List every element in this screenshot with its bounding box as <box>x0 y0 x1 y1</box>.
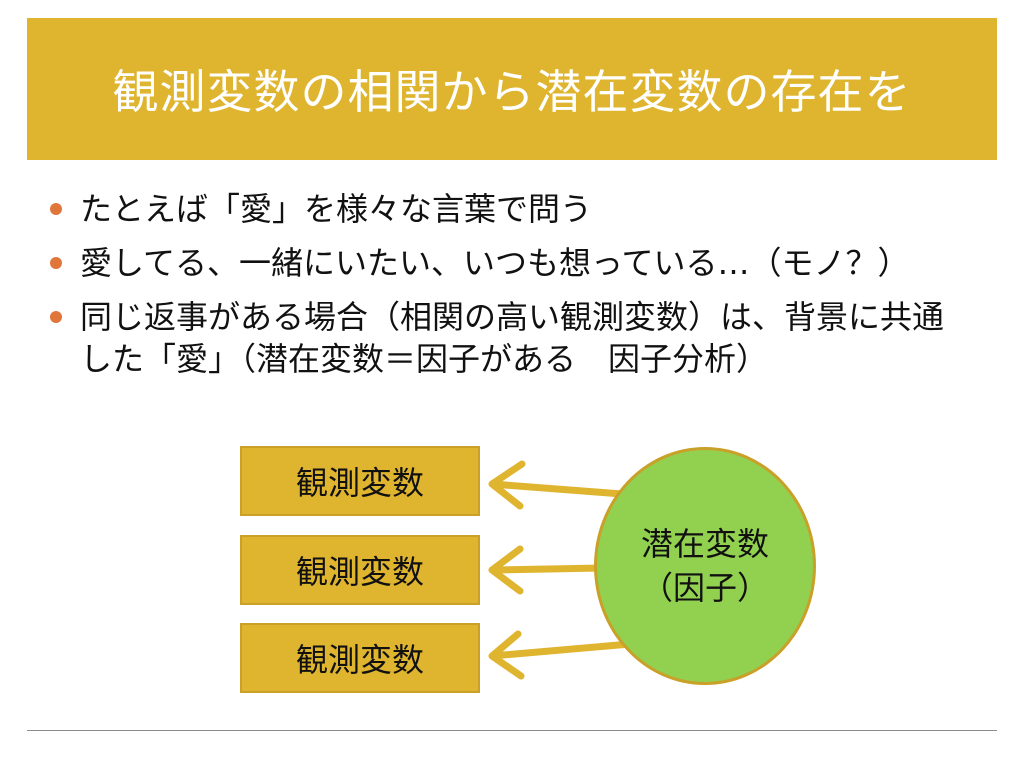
arrow-to-observed-2 <box>488 545 606 595</box>
latent-variable-circle: 潜在変数 （因子） <box>594 447 816 685</box>
observed-variable-label: 観測変数 <box>295 641 424 679</box>
title-bar: 観測変数の相関から潜在変数の存在を <box>27 18 997 160</box>
bullet-list: たとえば「愛」を様々な言葉で問う 愛してる、一緒にいたい、いつも想っている…（モ… <box>50 188 970 392</box>
observed-variable-box-1: 観測変数 <box>240 446 480 516</box>
bullet-dot-icon <box>50 203 62 215</box>
bullet-dot-icon <box>50 257 62 269</box>
bullet-item: たとえば「愛」を様々な言葉で問う <box>50 188 970 230</box>
observed-variable-label: 観測変数 <box>295 553 424 591</box>
footer-divider <box>27 730 997 731</box>
latent-variable-label: 潜在変数 <box>640 525 769 563</box>
bullet-item: 愛してる、一緒にいたい、いつも想っている…（モノ？） <box>50 242 970 284</box>
arrow-to-observed-3 <box>488 630 634 680</box>
bullet-text: 愛してる、一緒にいたい、いつも想っている…（モノ？） <box>80 244 910 282</box>
bullet-text: 同じ返事がある場合（相関の高い観測変数）は、背景に共通した「愛」（潜在変数＝因子… <box>80 298 945 378</box>
observed-variable-label: 観測変数 <box>295 464 424 502</box>
latent-variable-sublabel: （因子） <box>640 569 769 607</box>
observed-variable-box-2: 観測変数 <box>240 535 480 605</box>
bullet-text: たとえば「愛」を様々な言葉で問う <box>80 190 593 228</box>
observed-variable-box-3: 観測変数 <box>240 623 480 693</box>
bullet-dot-icon <box>50 311 62 323</box>
arrow-to-observed-1 <box>488 460 626 510</box>
slide-title: 観測変数の相関から潜在変数の存在を <box>112 65 912 119</box>
bullet-item: 同じ返事がある場合（相関の高い観測変数）は、背景に共通した「愛」（潜在変数＝因子… <box>50 296 970 380</box>
